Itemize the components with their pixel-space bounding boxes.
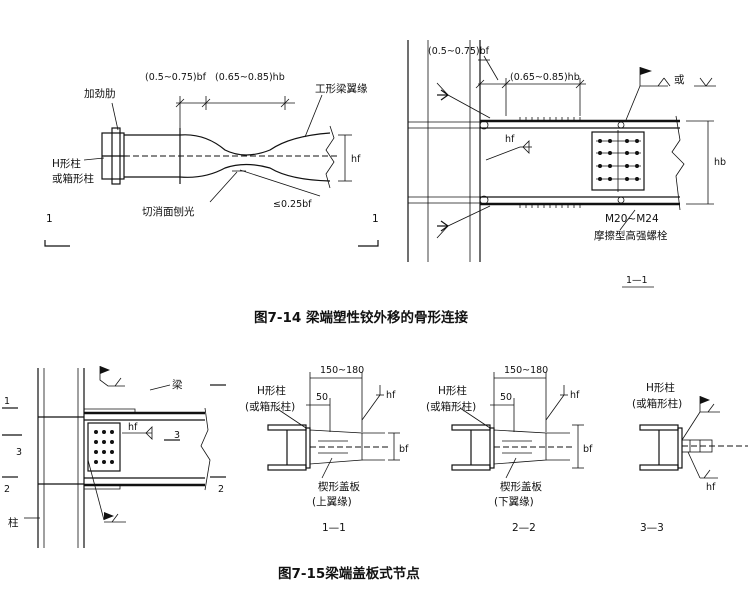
flange-top-edge <box>124 132 331 156</box>
s2-col-1: H形柱 <box>438 384 467 397</box>
elev-mark3: 3 <box>16 447 22 458</box>
weld-symbols <box>436 67 716 239</box>
hf-label: hf <box>351 154 361 165</box>
section-1-1: 1—1 <box>626 275 648 286</box>
bolt-group <box>596 139 641 181</box>
cut-label: 切消面刨光 <box>142 205 195 218</box>
s1-bf: bf <box>399 444 409 455</box>
section-mark-left <box>44 240 70 247</box>
fig715-section-2-2: 150~180 50 H形柱 (或箱形柱) hf bf 楔形盖板 (下翼缘) 2… <box>426 365 593 534</box>
dim2-label: (0.65~0.85)hb <box>215 72 285 83</box>
elev-hf: hf <box>128 422 138 433</box>
wedge-plate-1 <box>309 429 363 465</box>
s2-hf: hf <box>570 390 580 401</box>
flange-leader <box>304 94 323 138</box>
bolt-type: 摩擦型高强螺栓 <box>594 229 668 242</box>
right-hb: hb <box>714 157 726 168</box>
fig714-left-plan: 加劲肋 H形柱 或箱形柱 工形梁翼缘 (0.5~0.75)bf (0.65~0.… <box>44 72 379 247</box>
wedge-plate-2 <box>493 429 547 465</box>
s1-plate-1: 楔形盖板 <box>318 480 360 493</box>
fin-plate <box>87 422 121 472</box>
right-hf: hf <box>505 134 515 145</box>
limit-label: ≤0.25bf <box>273 199 312 210</box>
column-label: 柱 <box>8 516 19 529</box>
dim1-label: (0.5~0.75)bf <box>145 72 207 83</box>
elev-mark2: 2 <box>4 484 10 495</box>
fig714-right-elevation: (0.5~0.75)bf (0.65~0.85)hb hf hb 或 M20~M… <box>407 40 726 288</box>
column-label-1: H形柱 <box>52 157 81 170</box>
elev-mark3-right: 3 <box>174 430 180 441</box>
section-mark-right <box>358 240 379 247</box>
s3-label: 3—3 <box>640 522 664 534</box>
caption-7-14: 图7-14 梁端塑性铰外移的骨形连接 <box>254 309 468 326</box>
s2-plate-1: 楔形盖板 <box>500 480 542 493</box>
s2-plate-2: (下翼缘) <box>494 495 534 508</box>
s1-col-2: (或箱形柱) <box>245 400 295 413</box>
s3-hf: hf <box>706 482 716 493</box>
flange-bottom-edge <box>124 163 331 182</box>
s3-col-2: (或箱形柱) <box>632 397 682 410</box>
stiffener-leader <box>111 102 119 131</box>
column-label-2: 或箱形柱 <box>52 172 94 185</box>
bolt-size: M20~M24 <box>605 213 659 225</box>
s2-dim: 150~180 <box>504 365 548 376</box>
s1-plate-2: (上翼缘) <box>312 495 352 508</box>
right-dim1: (0.5~0.75)bf <box>428 46 490 57</box>
s2-col-2: (或箱形柱) <box>426 400 476 413</box>
s2-label: 2—2 <box>512 522 536 534</box>
sec-mark-right-num: 1 <box>372 213 379 225</box>
s1-dim: 150~180 <box>320 365 364 376</box>
s1-label: 1—1 <box>322 522 346 534</box>
stiffener-label: 加劲肋 <box>84 87 116 100</box>
beam-label: 梁 <box>172 378 183 391</box>
s3-col-1: H形柱 <box>646 381 675 394</box>
s2-d50: 50 <box>500 392 512 403</box>
fig715-section-3-3: H形柱 (或箱形柱) hf 3—3 <box>632 381 748 534</box>
s2-bf: bf <box>583 444 593 455</box>
s1-col-1: H形柱 <box>257 384 286 397</box>
elev-mark2-right: 2 <box>218 484 224 495</box>
right-dim2: (0.65~0.85)hb <box>510 72 580 83</box>
sec-mark-left-num: 1 <box>46 213 53 225</box>
s1-d50: 50 <box>316 392 328 403</box>
caption-7-15: 图7-15梁端盖板式节点 <box>278 565 420 582</box>
flange-label: 工形梁翼缘 <box>315 82 368 95</box>
elev-mark1: 1 <box>4 396 10 407</box>
s1-hf: hf <box>386 390 396 401</box>
or-label: 或 <box>674 74 685 86</box>
fig715-section-1-1: 150~180 50 H形柱 (或箱形柱) hf bf 楔形盖板 (上翼缘) 1… <box>245 365 409 534</box>
fig715-elevation: 梁 柱 hf 1 2 2 3 3 <box>2 366 226 548</box>
